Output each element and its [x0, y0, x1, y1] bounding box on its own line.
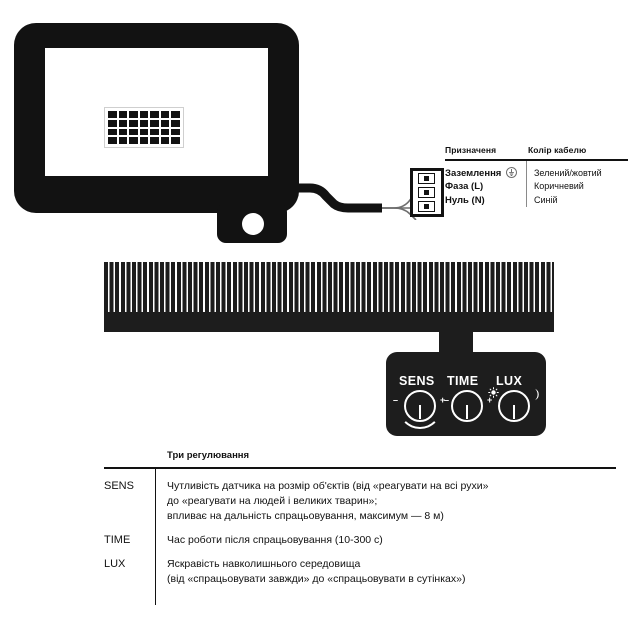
terminal-screw-neutral: [418, 201, 435, 212]
heatsink-base: [104, 312, 554, 332]
terminal-screw-earth: [418, 173, 435, 184]
wiring-table-header: Призначеня Колір кабелю: [445, 145, 630, 155]
table-row: LUX Яскравість навколишнього середовища …: [104, 557, 616, 587]
table-row: Синій: [534, 194, 558, 205]
mounting-hole: [242, 213, 264, 235]
adjustment-key-time: TIME: [104, 533, 131, 546]
wiring-header-purpose: Призначеня: [445, 145, 497, 155]
wiring-header-color: Колір кабелю: [528, 145, 587, 155]
adjustment-key-sens: SENS: [104, 479, 134, 492]
adjustment-desc-time: Час роботи після спрацьовування (10-300 …: [155, 533, 383, 548]
sensor-mount-stem: [439, 330, 473, 352]
table-row: Фаза (L): [445, 181, 484, 192]
adjustment-desc-sens: Чутливість датчика на розмір об'єктів (в…: [155, 479, 488, 524]
sun-icon: [488, 387, 499, 398]
adjustments-title: Три регулювання: [167, 450, 250, 461]
desc-line: Чутливість датчика на розмір об'єктів (в…: [167, 479, 489, 492]
wiring-table-body: Заземлення Фаза (L) Нуль (N) Зелений/жов…: [445, 160, 630, 208]
desc-line: Час роботи після спрацьовування (10-300 …: [167, 533, 383, 546]
purpose-earth: Заземлення: [445, 167, 502, 179]
desc-line: впливає на дальність спрацьовування, мак…: [167, 509, 444, 522]
desc-line: Яскравість навколишнього середовища: [167, 557, 361, 570]
heatsink-rear-view: [104, 262, 554, 352]
time-minus-mark: –: [444, 395, 450, 405]
table-row: Зелений/жовтий: [534, 167, 602, 178]
adjustment-desc-lux: Яскравість навколишнього середовища (від…: [155, 557, 465, 587]
lux-knob[interactable]: [498, 390, 530, 422]
sens-knob[interactable]: [404, 390, 436, 422]
sens-minus-mark: –: [393, 395, 399, 405]
time-knob[interactable]: [451, 390, 483, 422]
sens-knob-arc: [398, 385, 442, 429]
table-row: TIME Час роботи після спрацьовування (10…: [104, 533, 616, 548]
led-chip-array: [104, 107, 184, 148]
terminal-screw-live: [418, 187, 435, 198]
time-plus-mark: +: [487, 395, 493, 405]
adjustments-rows: SENS Чутливість датчика на розмір об'єкт…: [104, 468, 616, 605]
sensor-control-panel: SENS – + TIME – + LUX: [386, 352, 546, 436]
sens-plus-mark: +: [440, 395, 446, 405]
table-row: SENS Чутливість датчика на розмір об'єкт…: [104, 479, 616, 524]
desc-line: до «реагувати на людей і великих тварин»…: [167, 494, 378, 507]
table-row: Нуль (N): [445, 194, 485, 206]
terminal-block: [410, 168, 444, 217]
wiring-purpose-column: Заземлення Фаза (L) Нуль (N): [445, 166, 528, 208]
adjustments-table: Три регулювання SENS Чутливість датчика …: [104, 450, 616, 605]
table-row: Коричневий: [534, 181, 584, 191]
earth-ground-icon: [506, 166, 517, 178]
wiring-color-column: Зелений/жовтий Коричневий Синій: [528, 167, 602, 208]
knob-label-sens: SENS: [399, 374, 435, 388]
led-floodlight-front-view: [14, 23, 299, 243]
adjustment-key-lux: LUX: [104, 557, 126, 570]
wiring-table-rule: [445, 159, 628, 161]
heatsink-fins: [104, 262, 554, 314]
adjustments-rule: [104, 467, 616, 469]
desc-line: (від «спрацьовувати завжди» до «спрацьов…: [167, 572, 466, 585]
moon-icon: [535, 388, 539, 401]
knob-label-time: TIME: [447, 374, 479, 388]
wiring-table: Призначеня Колір кабелю Заземлення Фаза …: [445, 145, 630, 207]
table-row: Заземлення: [445, 166, 528, 181]
knob-label-lux: LUX: [496, 374, 523, 388]
